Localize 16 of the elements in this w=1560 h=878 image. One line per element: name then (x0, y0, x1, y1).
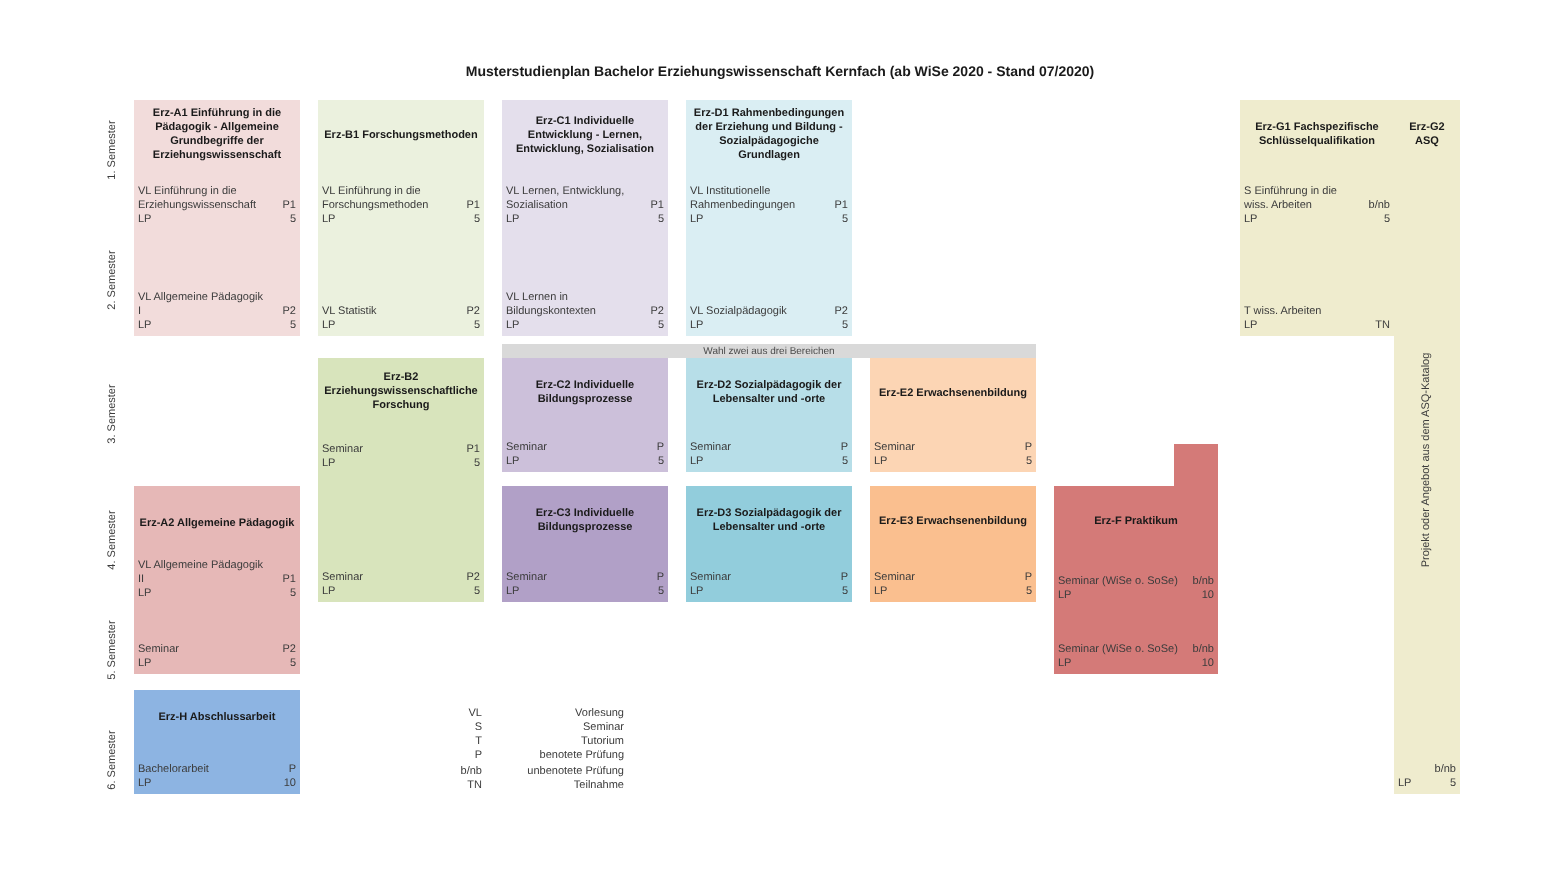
module-box (502, 100, 668, 336)
module-box (870, 486, 1036, 602)
module-box (1394, 100, 1460, 794)
module-box (318, 100, 484, 336)
module-box (502, 358, 668, 472)
module-box (134, 690, 300, 794)
module-box (502, 486, 668, 602)
module-box (134, 486, 300, 674)
module-box (686, 486, 852, 602)
module-box (870, 358, 1036, 472)
module-box (686, 100, 852, 336)
module-box (1240, 100, 1394, 336)
module-box (686, 358, 852, 472)
module-box (134, 100, 300, 336)
choice-band (502, 344, 1036, 358)
module-box (318, 358, 484, 602)
